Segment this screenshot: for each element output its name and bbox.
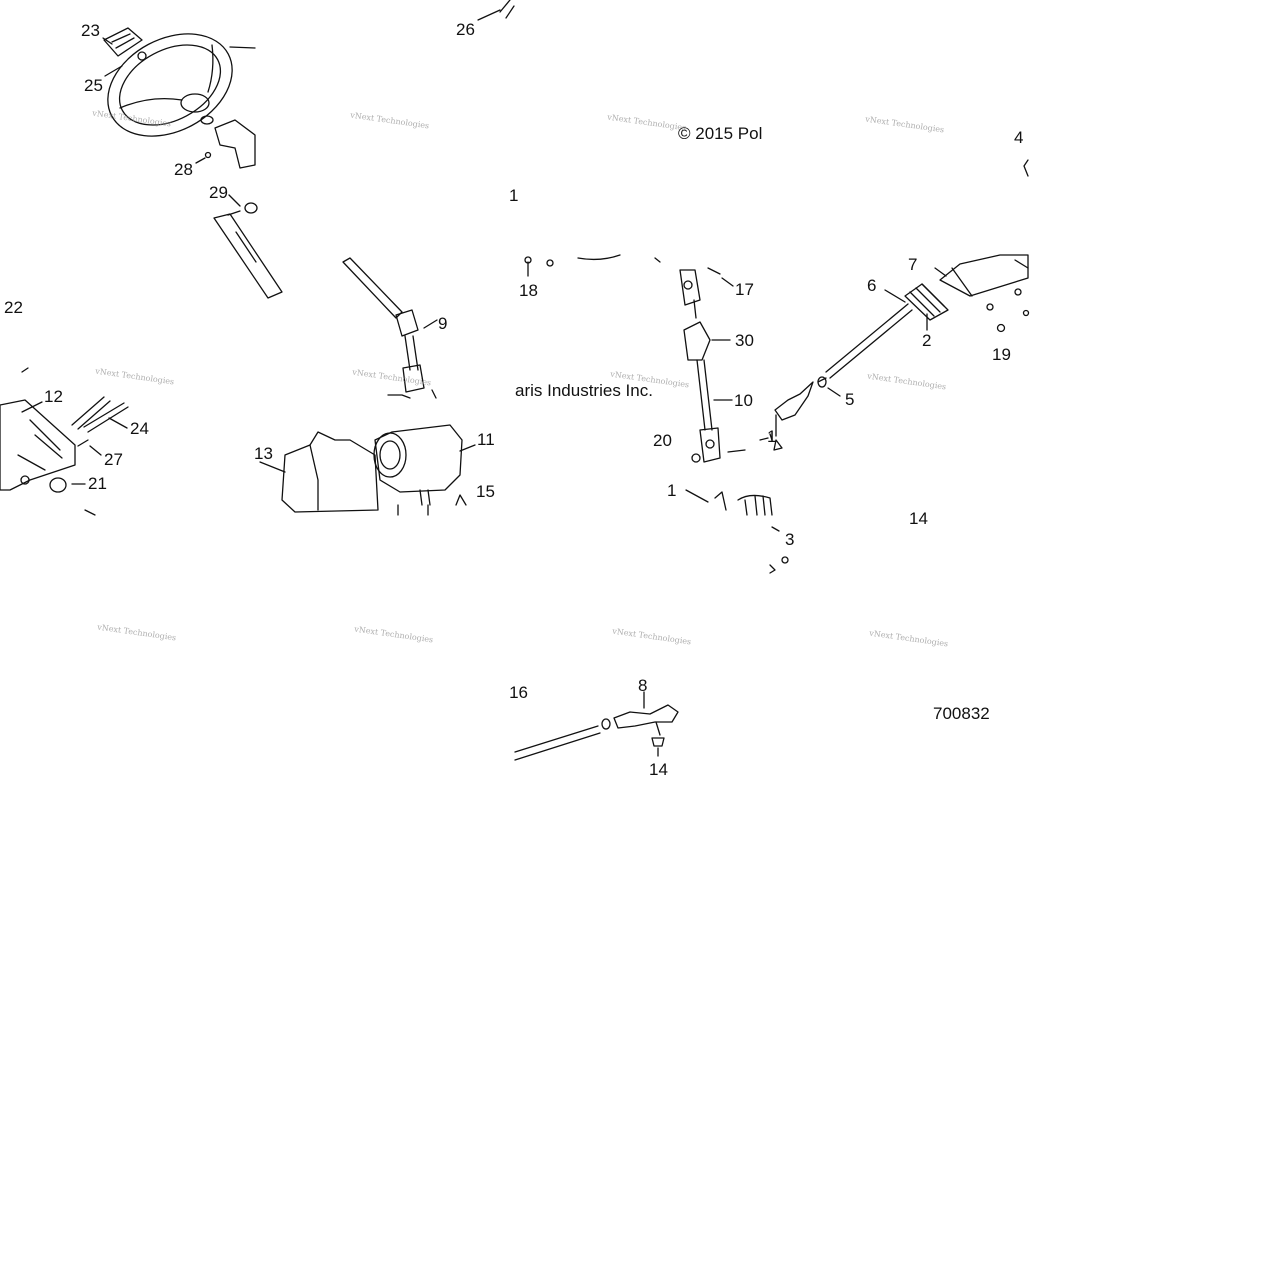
- callout-18[interactable]: 18: [519, 281, 538, 300]
- diagram-number: 700832: [933, 704, 990, 723]
- callout-22[interactable]: 22: [4, 298, 23, 317]
- lower-tie-rod-group: [514, 691, 679, 761]
- callout-20[interactable]: 20: [653, 431, 672, 450]
- bolt-17: [707, 267, 721, 275]
- callout-21[interactable]: 21: [88, 474, 107, 493]
- cover-13: [281, 431, 379, 513]
- rack-group: [769, 254, 1030, 451]
- copyright-fragment-top: © 2015 Pol: [678, 124, 763, 143]
- callout-3[interactable]: 3: [785, 530, 795, 549]
- callout-11[interactable]: 11: [477, 430, 495, 449]
- shaft-26-group: [477, 0, 515, 21]
- steering-hub: [180, 93, 210, 113]
- gas-strut: [213, 213, 283, 299]
- callout-30[interactable]: 30: [735, 331, 754, 350]
- gearbox-11-group: [373, 424, 476, 516]
- callout-25[interactable]: 25: [84, 76, 103, 95]
- nut-19: [996, 323, 1006, 333]
- callout-8[interactable]: 8: [638, 676, 648, 695]
- tie-rod: [825, 303, 913, 379]
- bracket-12: [0, 399, 76, 491]
- callout-13[interactable]: 13: [254, 444, 273, 463]
- bolt-24b: [83, 402, 129, 433]
- callout-14-fragment[interactable]: 14: [909, 509, 928, 528]
- callout-5[interactable]: 5: [845, 390, 855, 409]
- callout-26[interactable]: 26: [456, 20, 475, 39]
- mount-30: [683, 321, 711, 361]
- shaft-9-group: [342, 257, 438, 399]
- callout-10[interactable]: 10: [734, 391, 753, 410]
- callout-4[interactable]: 4: [1014, 128, 1024, 147]
- bracket-12-group: [0, 367, 129, 516]
- u-joint-bottom: [699, 427, 721, 463]
- nut-25: [137, 51, 147, 61]
- shaft-10-group: [524, 254, 769, 463]
- copyright-fragment-middle: aris Industries Inc.: [515, 381, 653, 400]
- part-4-fragment: [1023, 159, 1029, 177]
- callout-17[interactable]: 17: [735, 280, 754, 299]
- u-joint-top: [679, 269, 701, 306]
- steering-wheel: [107, 33, 233, 137]
- callout-7[interactable]: 7: [908, 255, 918, 274]
- callout-12[interactable]: 12: [44, 387, 63, 406]
- callout-24[interactable]: 24: [130, 419, 149, 438]
- bolt-15: [455, 494, 467, 506]
- gearbox-11: [374, 424, 463, 493]
- bushing: [200, 115, 214, 125]
- callout-29[interactable]: 29: [209, 183, 228, 202]
- shaft-9: [342, 257, 403, 319]
- rack-2: [939, 254, 1029, 297]
- steering-cover: [103, 27, 143, 57]
- callout-14[interactable]: 14: [649, 760, 668, 779]
- callout-15[interactable]: 15: [476, 482, 495, 501]
- nut-21: [49, 477, 67, 493]
- callout-9[interactable]: 9: [438, 314, 448, 333]
- callout-6[interactable]: 6: [867, 276, 877, 295]
- callout-16[interactable]: 16: [509, 683, 528, 702]
- callout-1-top-fragment[interactable]: 1: [509, 186, 519, 205]
- callout-19[interactable]: 19: [992, 345, 1011, 364]
- callout-27[interactable]: 27: [104, 450, 123, 469]
- bolt-24a: [71, 396, 111, 430]
- steering-wheel-group: [102, 27, 283, 299]
- callout-23[interactable]: 23: [81, 21, 100, 40]
- callout-2[interactable]: 2: [922, 331, 932, 350]
- cover-13-group: [259, 431, 379, 513]
- callout-28[interactable]: 28: [174, 160, 193, 179]
- callout-1-fragment-mid[interactable]: 1: [767, 427, 777, 446]
- bolt-27: [77, 439, 89, 447]
- tie-rod-end: [774, 381, 814, 421]
- gear-1-fragment: [685, 489, 789, 574]
- shaft-10: [696, 359, 713, 431]
- callout-1[interactable]: 1: [667, 481, 677, 500]
- tie-rod-end-8: [613, 704, 679, 729]
- nut-14: [651, 737, 665, 747]
- nut-20: [691, 453, 701, 463]
- jam-nut-5: [817, 376, 827, 388]
- column-bracket: [214, 119, 256, 169]
